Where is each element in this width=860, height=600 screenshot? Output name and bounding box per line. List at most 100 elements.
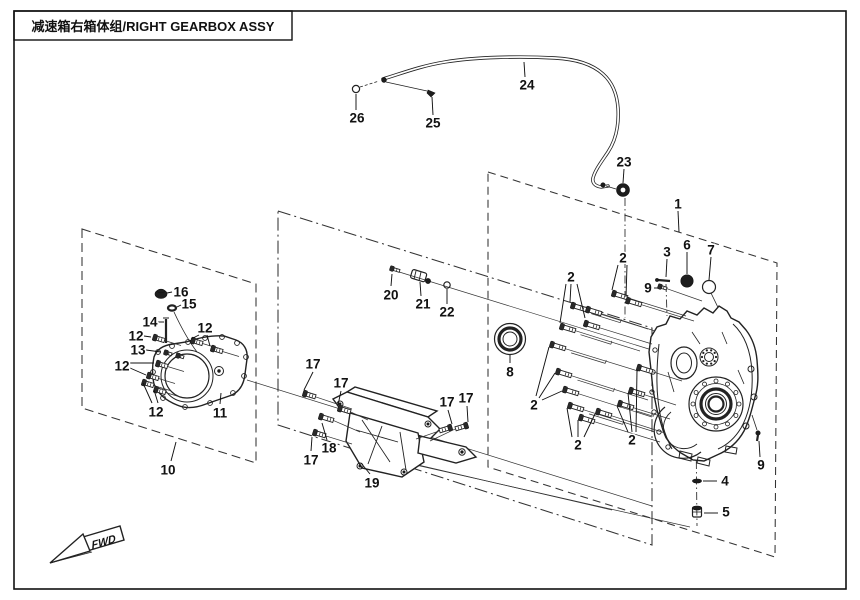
callout-11: 11 xyxy=(213,406,228,421)
callout-17: 17 xyxy=(458,391,473,406)
callout-9: 9 xyxy=(644,281,652,296)
bolt xyxy=(141,378,155,389)
leader-line xyxy=(219,392,222,405)
callout-2: 2 xyxy=(530,398,538,413)
leader-line xyxy=(321,422,328,441)
callout-9: 9 xyxy=(757,458,765,473)
seal-washer xyxy=(166,304,178,312)
lower-right-bolt xyxy=(751,414,761,442)
callout-12: 12 xyxy=(148,405,163,420)
hose-clip xyxy=(426,89,436,98)
bolt xyxy=(562,385,580,397)
callout-19: 19 xyxy=(364,476,379,491)
leader-line xyxy=(665,258,668,278)
union-fitting-group xyxy=(410,269,451,289)
callout-7: 7 xyxy=(707,243,715,258)
leader-line xyxy=(538,372,556,399)
mount-bracket xyxy=(331,386,478,478)
leader-line xyxy=(616,405,629,433)
leader-line xyxy=(142,382,153,404)
leader-line xyxy=(466,405,469,423)
title-box xyxy=(13,10,293,41)
callout-1: 1 xyxy=(674,197,682,212)
callout-26: 26 xyxy=(349,111,365,126)
bolt xyxy=(555,367,573,379)
leader-line xyxy=(143,335,152,338)
bolt xyxy=(337,404,352,415)
leader-line xyxy=(303,371,314,391)
leader-line xyxy=(576,283,586,319)
leader-lines xyxy=(129,61,761,514)
callout-2: 2 xyxy=(628,433,636,448)
o-ring xyxy=(701,279,717,295)
leader-line xyxy=(206,334,211,347)
leader-line xyxy=(390,273,393,287)
callout-2: 2 xyxy=(567,270,575,285)
callout-25: 25 xyxy=(425,116,441,131)
callout-12: 12 xyxy=(197,321,212,336)
callout-10: 10 xyxy=(160,463,175,478)
leader-line xyxy=(583,413,596,438)
bolt xyxy=(567,401,585,413)
panel-left-cover-group xyxy=(81,228,257,464)
leader-line xyxy=(677,210,680,233)
bolt xyxy=(583,319,601,331)
callout-13: 13 xyxy=(130,343,146,358)
bolt xyxy=(454,421,469,432)
bolt xyxy=(318,412,335,423)
bolt xyxy=(302,389,317,400)
breather-hose xyxy=(351,55,630,318)
oil-seal xyxy=(493,322,527,356)
leader-line xyxy=(758,440,761,458)
bolt xyxy=(628,386,646,398)
leader-line xyxy=(523,61,526,78)
callout-18: 18 xyxy=(321,441,337,456)
bolt xyxy=(617,399,635,411)
leader-line xyxy=(166,291,173,294)
leader-line xyxy=(625,264,628,298)
page-border xyxy=(13,10,847,590)
leader-line xyxy=(622,168,625,184)
leader-line xyxy=(153,389,159,404)
bolt xyxy=(611,289,629,301)
housing-top-fasteners xyxy=(655,274,728,327)
leader-line xyxy=(145,349,162,353)
fitting-ring xyxy=(443,281,451,289)
leader-line xyxy=(559,283,567,324)
hose-end-fitting xyxy=(381,77,387,83)
callout-4: 4 xyxy=(721,474,729,489)
bolt xyxy=(595,407,613,419)
callout-17: 17 xyxy=(333,376,348,391)
callout-16: 16 xyxy=(173,285,189,300)
leader-line xyxy=(611,264,619,291)
leader-line xyxy=(431,96,434,116)
bolt xyxy=(146,371,160,382)
bolt xyxy=(210,344,224,355)
union-fitting xyxy=(410,269,431,284)
callout-8: 8 xyxy=(506,365,514,380)
leader-line xyxy=(419,281,422,297)
bolt xyxy=(152,333,166,344)
callout-14: 14 xyxy=(142,315,158,330)
callout-6: 6 xyxy=(683,238,691,253)
bolts xyxy=(141,265,703,445)
bolt xyxy=(163,349,173,357)
washer xyxy=(692,478,702,484)
callout-24: 24 xyxy=(519,78,535,93)
callout-15: 15 xyxy=(181,297,197,312)
panel-bracket-group xyxy=(277,210,653,546)
leader-line xyxy=(447,409,453,425)
callout-20: 20 xyxy=(383,288,398,303)
callout-2: 2 xyxy=(574,438,582,453)
rubber-plug xyxy=(680,274,694,288)
callout-21: 21 xyxy=(415,297,431,312)
leader-line xyxy=(535,346,550,397)
leader-line xyxy=(566,407,573,438)
callout-17: 17 xyxy=(439,395,454,410)
callout-2: 2 xyxy=(619,251,627,266)
fwd-arrow: FWD xyxy=(49,525,125,564)
callout-23: 23 xyxy=(616,155,632,170)
